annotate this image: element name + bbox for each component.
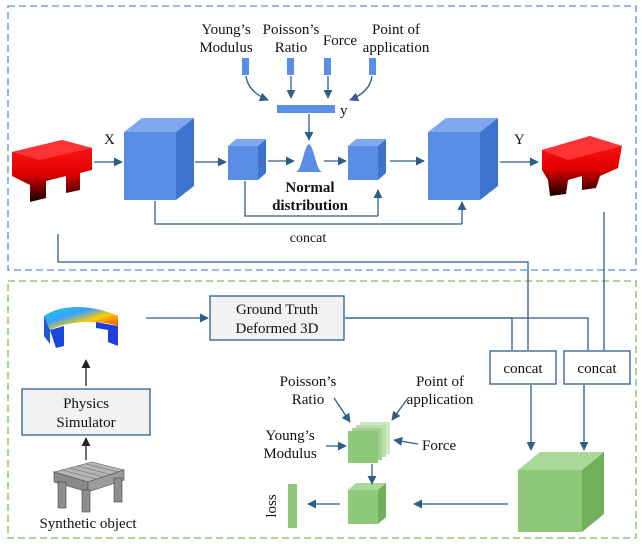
- point-line1: Point of: [416, 374, 464, 390]
- line-ground-truth-to-concat-right: [345, 317, 589, 350]
- ground-truth-line1: Ground Truth: [236, 302, 319, 318]
- young-line2: Modulus: [263, 446, 317, 462]
- param-youngs-line2: Modulus: [199, 40, 253, 56]
- concat-right-label: concat: [577, 361, 617, 377]
- synthetic-object-mesh: [52, 461, 126, 513]
- young-line1: Young’s: [265, 428, 314, 444]
- param-point-label: Point of application: [363, 22, 430, 56]
- top-region-border: [7, 5, 637, 271]
- concat-box-right: [563, 350, 631, 385]
- param-stack-green: [348, 422, 390, 463]
- loss-bar: [288, 484, 297, 528]
- param-bar-point: [369, 58, 376, 75]
- param-point-line1: Point of: [372, 22, 420, 38]
- y-label: Y: [514, 132, 525, 148]
- param-poisson-label: Poisson’s Ratio: [263, 22, 320, 56]
- normal-distribution-icon: [296, 144, 322, 172]
- param-bar-youngs: [242, 58, 249, 75]
- force-label: Force: [422, 438, 456, 454]
- arrow-force-to-stack: [393, 436, 419, 446]
- encoder-cube: [124, 118, 194, 200]
- concat-label-top: concat: [290, 231, 327, 246]
- decoder-cube: [428, 118, 498, 200]
- normal-label-line1: Normal: [285, 180, 334, 196]
- param-force-label: Force: [323, 33, 357, 49]
- arrow-poisson-to-stack: [333, 397, 351, 423]
- ground-truth-line2: Deformed 3D: [236, 321, 319, 337]
- decoder-input-cube: [348, 139, 386, 180]
- arrow-point-to-stack: [391, 397, 409, 421]
- latent-cube: [228, 139, 266, 180]
- param-youngs-line1: Young’s: [201, 22, 250, 38]
- line-input-to-concat-left: [57, 234, 529, 350]
- simulated-object-image: [44, 307, 118, 348]
- poisson-line1: Poisson’s: [280, 374, 337, 390]
- discriminator-cube-green: [518, 452, 604, 532]
- input-object-red: [12, 140, 92, 202]
- output-object-red: [542, 136, 622, 196]
- line-ground-truth-to-concat: [345, 317, 513, 350]
- normal-label-line2: distribution: [272, 198, 349, 214]
- param-bar-poisson: [287, 58, 294, 75]
- concat-line-outer: [154, 201, 462, 225]
- synthetic-object-label: Synthetic object: [39, 516, 137, 532]
- x-label: X: [104, 132, 115, 148]
- y-small-label: y: [340, 103, 348, 119]
- arrow-point-to-y: [349, 75, 373, 102]
- param-youngs-label: Young’s Modulus: [199, 22, 253, 56]
- bottom-region-border: [7, 280, 637, 539]
- small-green-cube: [348, 483, 386, 524]
- poisson-line2: Ratio: [292, 392, 325, 408]
- concat-box-left: [489, 350, 557, 385]
- ground-truth-box: [209, 295, 345, 341]
- y-vector-bar: [277, 105, 335, 113]
- param-poisson-line2: Ratio: [275, 40, 308, 56]
- simulator-line2: Simulator: [56, 415, 115, 431]
- param-point-line2: application: [363, 40, 430, 56]
- concat-left-label: concat: [503, 361, 543, 377]
- point-line2: application: [407, 392, 474, 408]
- loss-label: loss: [264, 494, 280, 518]
- simulator-line1: Physics: [63, 396, 109, 412]
- param-poisson-line1: Poisson’s: [263, 22, 320, 38]
- arrow-youngs-to-y: [245, 75, 269, 102]
- param-bar-force: [324, 58, 331, 75]
- physics-simulator-box: [21, 388, 151, 436]
- concat-line-inner: [244, 181, 378, 217]
